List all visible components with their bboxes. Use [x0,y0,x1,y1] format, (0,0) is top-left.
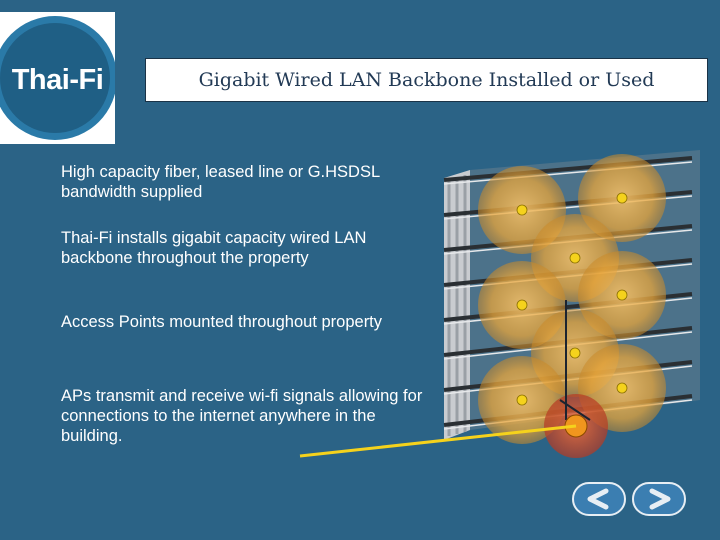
bullet-wifi-signals: APs transmit and receive wi-fi signals a… [61,387,423,445]
access-points [516,192,628,406]
pointer-line [299,424,577,458]
logo-text: Thai-Fi [11,64,104,96]
previous-slide-button[interactable] [572,482,626,516]
bullet-backbone: Thai-Fi installs gigabit capacity wired … [61,229,367,267]
logo: Thai-Fi [0,12,115,144]
bullet-access-points: Access Points mounted throughout propert… [61,313,383,331]
chevron-left-icon [587,488,609,510]
slide-title-box: Gigabit Wired LAN Backbone Installed or … [145,58,708,102]
next-slide-button[interactable] [632,482,686,516]
bullet-bandwidth: High capacity fiber, leased line or G.HS… [61,163,380,201]
chevron-right-icon [649,488,671,510]
lan-backbone-cable [559,300,591,421]
logo-emblem [0,16,115,140]
slide-title: Gigabit Wired LAN Backbone Installed or … [198,69,655,91]
